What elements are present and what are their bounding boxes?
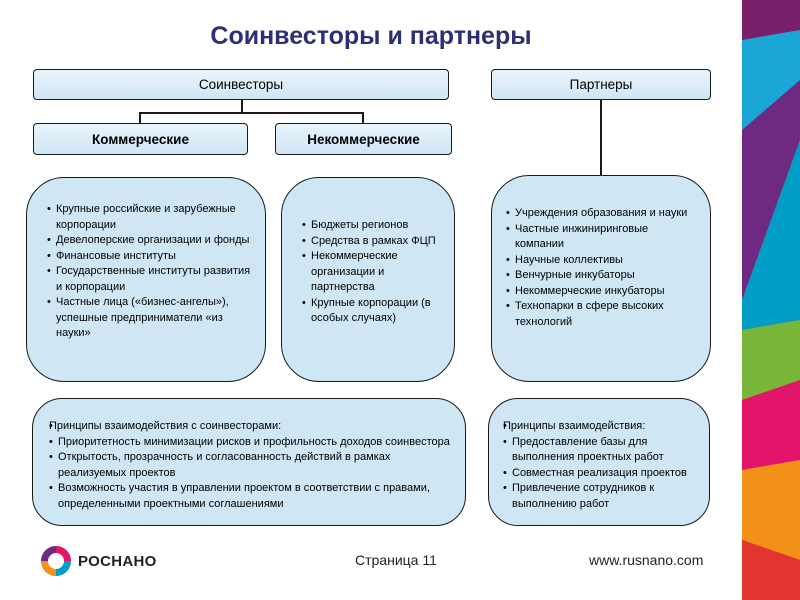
list-item: Научные коллективы: [506, 253, 698, 269]
page-number: Страница 11: [355, 552, 437, 568]
connector-line: [362, 112, 364, 123]
list-item: Венчурные инкубаторы: [506, 268, 698, 284]
list-item: Приоритетность минимизации рисков и проф…: [49, 435, 455, 451]
noncommercial-header-label: Некоммерческие: [307, 131, 420, 147]
list-item: Частные лица («бизнес-ангелы»), успешные…: [47, 295, 251, 342]
partner-principles-box: Принципы взаимодействия: Предоставление …: [488, 398, 710, 526]
list-item: Бюджеты регионов: [302, 218, 440, 234]
list-item: Девелоперские организации и фонды: [47, 233, 251, 249]
rusnano-logo-icon: [40, 545, 72, 577]
list-item: Частные инжиниринговые компании: [506, 222, 698, 253]
list-item: Некоммерческие организации и партнерства: [302, 249, 440, 296]
coinvestors-header-label: Соинвесторы: [198, 77, 284, 92]
list-item: Возможность участия в управлении проекто…: [49, 481, 455, 512]
list-item: Крупные российские и зарубежные корпорац…: [47, 202, 251, 233]
connector-line: [600, 100, 602, 176]
connector-line: [241, 100, 243, 113]
page-title: Соинвесторы и партнеры: [210, 22, 532, 50]
partners-header-label: Партнеры: [569, 77, 633, 92]
coinvestors-header: Соинвесторы: [33, 69, 449, 100]
list-item: Учреждения образования и науки: [506, 206, 698, 222]
coinvestor-principles-box: Принципы взаимодействия с соинвесторами:…: [32, 398, 466, 526]
list-item: Совместная реализация проектов: [503, 466, 699, 482]
decorative-color-strip: [742, 0, 800, 600]
connector-line: [139, 112, 363, 114]
commercial-list-box: Крупные российские и зарубежные корпорац…: [26, 177, 266, 382]
list-item: Технопарки в сфере высоких технологий: [506, 299, 698, 330]
noncommercial-header: Некоммерческие: [275, 123, 452, 155]
list-item: Предоставление базы для выполнения проек…: [503, 435, 699, 466]
website-link[interactable]: www.rusnano.com: [589, 552, 704, 568]
principles-heading: Принципы взаимодействия:: [503, 419, 699, 435]
list-item: Некоммерческие инкубаторы: [506, 284, 698, 300]
partners-list-box: Учреждения образования и науки Частные и…: [491, 175, 711, 382]
list-item: Финансовые институты: [47, 249, 251, 265]
list-item: Средства в рамках ФЦП: [302, 234, 440, 250]
list-item: Крупные корпорации (в особых случаях): [302, 296, 440, 327]
partners-header: Партнеры: [491, 69, 711, 100]
list-item: Открытость, прозрачность и согласованнос…: [49, 450, 455, 481]
noncommercial-list-box: Бюджеты регионов Средства в рамках ФЦП Н…: [281, 177, 455, 382]
list-item: Государственные институты развития и кор…: [47, 264, 251, 295]
principles-heading: Принципы взаимодействия с соинвесторами:: [49, 419, 455, 435]
rusnano-logo-text: РОСНАНО: [78, 553, 157, 570]
commercial-header: Коммерческие: [33, 123, 248, 155]
list-item: Привлечение сотрудников к выполнению раб…: [503, 481, 699, 512]
commercial-header-label: Коммерческие: [92, 131, 189, 147]
connector-line: [139, 112, 141, 123]
